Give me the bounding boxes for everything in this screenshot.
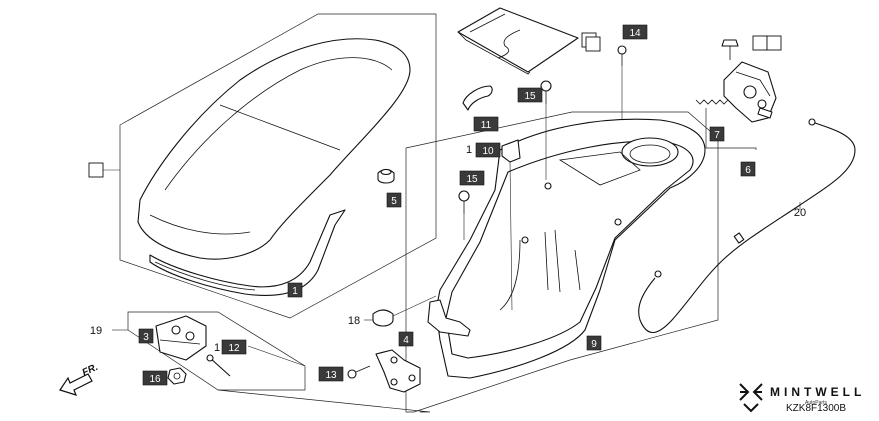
callout-6: 6 (740, 161, 756, 177)
svg-text:3: 3 (143, 332, 149, 343)
latch-frame (705, 108, 757, 150)
box-bolt-lower-part (458, 190, 470, 214)
seat-assembly-frame (119, 13, 437, 319)
callout-12: 1 12 (214, 339, 247, 355)
svg-text:14: 14 (629, 28, 641, 39)
callout-7: 7 (709, 126, 725, 142)
svg-text:1: 1 (292, 286, 298, 297)
callout-4: 4 (398, 331, 414, 347)
svg-text:16: 16 (149, 374, 161, 385)
front-direction-arrow: FR. (59, 362, 100, 396)
callout-20: 20 (794, 207, 806, 219)
svg-text:FR.: FR. (81, 362, 100, 379)
svg-text:18: 18 (348, 315, 360, 327)
holder-leader (509, 161, 513, 311)
svg-text:12: 12 (228, 343, 240, 354)
svg-text:5: 5 (391, 196, 397, 207)
callout-9: 9 (586, 335, 602, 351)
seat-parts-box (88, 162, 104, 178)
svg-text:1: 1 (466, 144, 472, 156)
latch-bolt-part (721, 39, 739, 60)
hinge-bracket-part (155, 315, 207, 361)
luggage-box-part (427, 118, 706, 379)
brand-name: MINTWELL (770, 385, 865, 399)
callout-15-lower: 15 (459, 170, 485, 186)
mintwell-logo: MINTWELL AutoParts (739, 383, 865, 413)
rubber-bumper-part (377, 168, 395, 184)
svg-text:15: 15 (466, 174, 478, 185)
svg-text:7: 7 (714, 130, 720, 141)
svg-text:1: 1 (214, 342, 220, 354)
grommet-bolt-part (617, 45, 627, 66)
callout-14: 14 (622, 24, 648, 40)
callout-16: 16 (142, 370, 168, 386)
latch-parts-box-a (752, 35, 768, 51)
brand-sub: AutoParts (805, 400, 827, 406)
bag-parts-box-b (585, 36, 601, 52)
callout-15-upper: 15 (517, 87, 543, 103)
callout-11: 11 (473, 116, 499, 132)
callout-10: 1 10 (466, 142, 501, 158)
hinge-pin-part (206, 354, 231, 377)
svg-text:15: 15 (524, 91, 536, 102)
holder-part (501, 139, 521, 163)
document-bag-part (457, 7, 579, 75)
seat-lock-cable-part (638, 118, 856, 333)
spring-part (695, 99, 729, 105)
callout-3: 3 (138, 328, 154, 344)
callout-13: 13 (318, 366, 344, 382)
svg-text:13: 13 (325, 370, 337, 381)
svg-text:9: 9 (591, 339, 597, 350)
svg-text:11: 11 (481, 120, 492, 131)
hinge-frame-bottom (217, 389, 431, 413)
diagram-code: KZK8F1300B (786, 403, 846, 414)
seat-part (137, 38, 411, 296)
hinge-leader-b (247, 345, 306, 367)
seat-hinge-part (375, 349, 421, 393)
callout-18: 18 (348, 315, 360, 327)
svg-text:19: 19 (90, 325, 102, 337)
callout-1: 1 (287, 282, 303, 298)
rubber-cap-part (372, 309, 394, 327)
svg-text:6: 6 (745, 165, 751, 176)
latch-parts-box-b (766, 35, 782, 51)
box-assembly-frame (405, 111, 719, 413)
latch-assembly-part (723, 61, 777, 123)
wire-clip-part (462, 85, 493, 111)
svg-text:4: 4 (403, 335, 409, 346)
cap-18-leader-b (392, 295, 437, 317)
callout-5: 5 (386, 192, 402, 208)
nut-part (167, 367, 187, 385)
svg-text:20: 20 (794, 207, 806, 219)
box-bolt-upper-part (540, 80, 552, 104)
svg-text:10: 10 (482, 146, 494, 157)
hinge-bolt-part (347, 365, 371, 379)
callout-19: 19 (90, 325, 102, 337)
